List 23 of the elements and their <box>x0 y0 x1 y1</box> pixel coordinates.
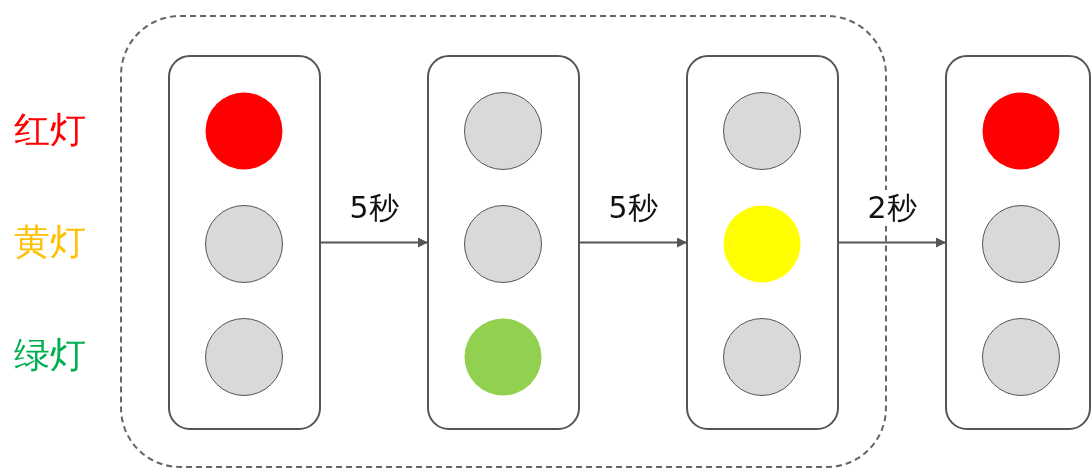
signal-lamp <box>464 92 542 170</box>
signal-lamp <box>982 205 1060 283</box>
signal-lamp <box>464 205 542 283</box>
signal-lamp <box>723 92 801 170</box>
traffic-light <box>427 55 580 430</box>
signal-lamp <box>205 205 283 283</box>
signal-lamp <box>982 318 1060 396</box>
traffic-light <box>168 55 321 430</box>
signal-lamp <box>205 318 283 396</box>
arrow <box>320 237 428 248</box>
arrow <box>579 237 687 248</box>
lamp-label: 黄灯 <box>14 220 86 264</box>
signal-lamp <box>464 318 542 396</box>
arrow <box>838 237 946 248</box>
traffic-light <box>686 55 839 430</box>
lamp-label: 红灯 <box>14 108 86 152</box>
signal-lamp <box>982 92 1060 170</box>
dashed-group-frame <box>120 15 887 468</box>
signal-lamp <box>205 92 283 170</box>
signal-lamp <box>723 318 801 396</box>
lamp-label: 绿灯 <box>14 333 86 377</box>
signal-lamp <box>723 205 801 283</box>
traffic-light <box>945 55 1091 430</box>
